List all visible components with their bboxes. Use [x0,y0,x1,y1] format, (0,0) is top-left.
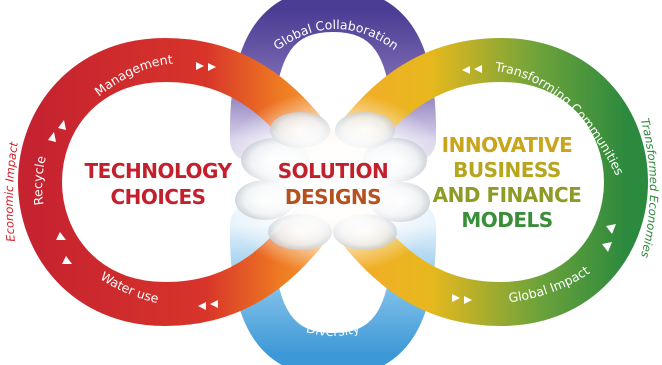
arrow-icon [464,296,472,304]
arrow-icon [452,294,460,302]
bottom-loop-label: Diversity [305,320,362,339]
arrow-icon [58,120,66,130]
economic-impact-label: Economic Impact [2,140,21,242]
technology-choices: TECHNOLOGY CHOICES [85,159,233,209]
innovative-business: INNOVATIVE BUSINESS AND FINANCE MODELS [433,133,582,232]
arrow-icon [56,232,66,240]
center-cloud [213,90,453,274]
arrow-icon [196,62,204,70]
left-loop-label-recycle: Recycle [30,154,49,206]
technology-line-2: CHOICES [110,185,205,209]
innovative-line-2: BUSINESS [453,158,561,182]
solution-line-2: DESIGNS [285,185,381,209]
arrow-icon [474,65,482,73]
innovative-line-4: MODELS [461,208,552,232]
technology-line-1: TECHNOLOGY [85,159,233,183]
arrow-icon [462,66,470,74]
solution-designs: SOLUTION DESIGNS [278,159,389,209]
arrow-icon [62,256,72,264]
arrow-icon [606,224,616,234]
arrow-icon [198,302,206,310]
arrow-icon [210,300,218,308]
innovative-line-1: INNOVATIVE [442,133,573,157]
arrow-icon [602,242,612,252]
arrow-icon [208,63,216,71]
right-loop-arrows [452,65,616,304]
left-loop-arrows [48,62,218,310]
innovative-line-3: AND FINANCE [433,183,582,207]
solution-line-1: SOLUTION [278,159,389,183]
arrow-icon [48,132,56,142]
